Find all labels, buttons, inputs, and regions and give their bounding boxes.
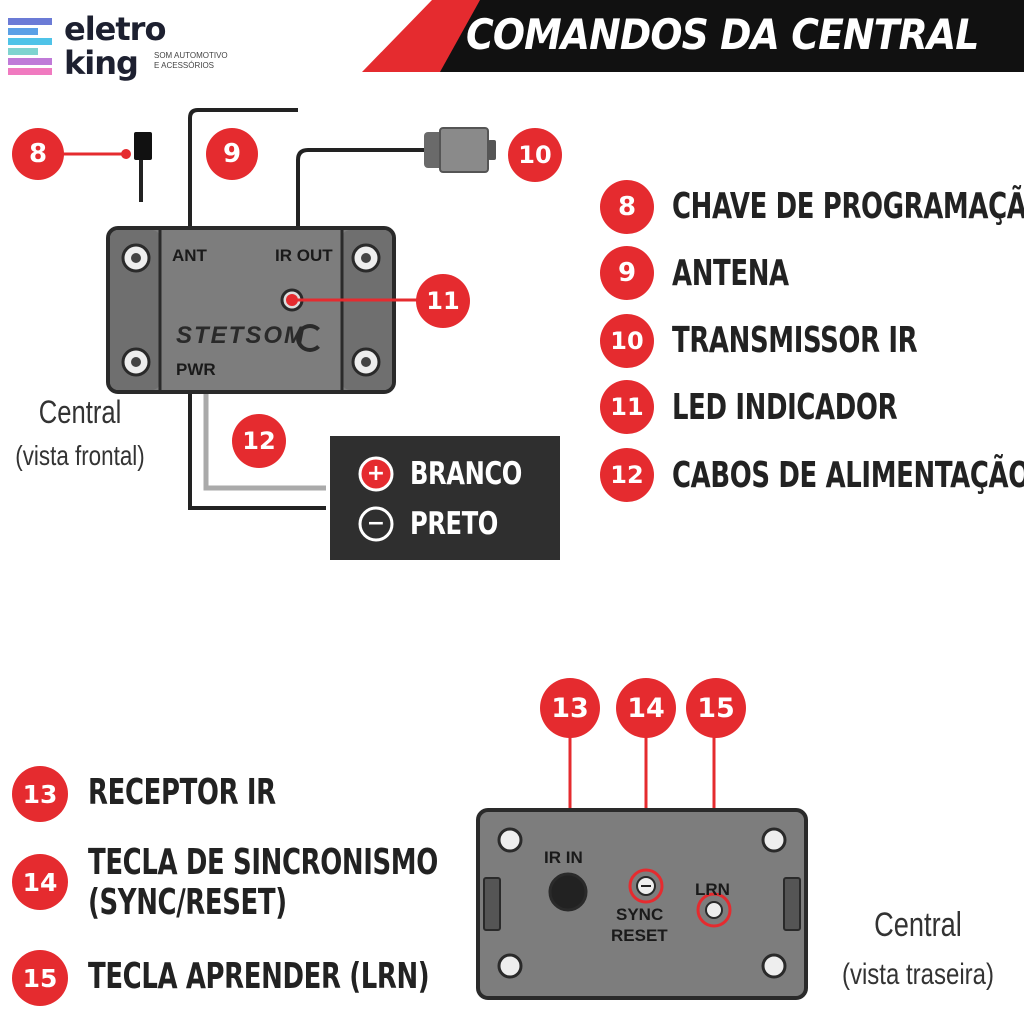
legend-badge-11: 11	[600, 380, 654, 434]
ir-transmitter-wire	[296, 148, 426, 230]
callout-8: 8	[12, 128, 64, 180]
legend-badge-15: 15	[12, 950, 68, 1006]
front-view-caption-line2: (vista frontal)	[15, 440, 145, 471]
stetsom-logo: STETSOM	[176, 322, 307, 349]
legend-badge-12: 12	[600, 448, 654, 502]
legend-badge-14: 14	[12, 854, 68, 910]
rear-view-caption-line2: (vista traseira)	[841, 958, 995, 991]
rear-label-sync: SYNC	[616, 905, 664, 924]
central-rear-body	[476, 808, 808, 1000]
front-view-diagram	[62, 108, 560, 560]
legend-label-12: CABOS DE ALIMENTAÇÃO	[672, 455, 1024, 496]
sync-reset-button-icon	[628, 868, 664, 904]
power-negative-label: PRETO	[410, 506, 498, 542]
front-view-caption-line1: Central	[38, 394, 122, 430]
rear-label-reset: RESET	[611, 926, 668, 945]
legend-label-14-line1: TECLA DE SINCRONISMO	[88, 842, 438, 883]
central-front-body	[106, 226, 396, 394]
stetsom-logo-icon	[296, 324, 324, 352]
rear-label-lrn: LRN	[695, 880, 730, 899]
brand-name-line1: eletro	[64, 10, 166, 48]
ir-transmitter-icon	[424, 127, 496, 173]
callout-12: 12	[232, 414, 286, 468]
brand-tagline-line2: E ACESSÓRIOS	[154, 61, 215, 70]
power-positive-symbol: +	[366, 461, 386, 486]
lrn-button-icon	[696, 892, 732, 928]
programming-switch-icon	[134, 132, 152, 202]
rear-label-ir-in: IR IN	[544, 848, 583, 867]
legend-label-15: TECLA APRENDER (LRN)	[88, 956, 430, 997]
power-negative-symbol: −	[366, 511, 386, 536]
rear-view-caption-line1: Central	[874, 906, 962, 944]
legend-label-11: LED INDICADOR	[672, 387, 898, 428]
callout-10: 10	[508, 128, 562, 182]
callout-13: 13	[540, 678, 600, 738]
legend-badge-13: 13	[12, 766, 68, 822]
legend-label-9: ANTENA	[672, 253, 789, 294]
legend-label-13: RECEPTOR IR	[88, 772, 276, 813]
brand-logo-icon	[8, 18, 52, 75]
callout-9: 9	[206, 128, 258, 180]
legend-label-10: TRANSMISSOR IR	[672, 320, 918, 361]
brand-tagline-line1: SOM AUTOMOTIVO	[154, 51, 228, 60]
power-wire-white	[203, 390, 326, 491]
brand-name-line2: king	[64, 44, 139, 82]
legend-label-14-line2: (SYNC/RESET)	[88, 882, 287, 923]
legend-label-8: CHAVE DE PROGRAMAÇÃO	[672, 186, 1024, 227]
legend-badge-10: 10	[600, 314, 654, 368]
callout-14: 14	[616, 678, 676, 738]
callout-11: 11	[416, 274, 470, 328]
port-label-pwr: PWR	[176, 360, 216, 379]
antenna-wire	[188, 108, 298, 230]
power-positive-label: BRANCO	[410, 456, 522, 492]
port-label-ir-out: IR OUT	[275, 246, 333, 265]
ir-receiver-icon	[548, 872, 588, 912]
brand-logo: eletro king SOM AUTOMOTIVO E ACESSÓRIOS	[8, 10, 248, 84]
header-banner	[362, 0, 1024, 72]
power-wire-black	[188, 390, 326, 510]
port-label-ant: ANT	[172, 246, 207, 265]
legend-badge-9: 9	[600, 246, 654, 300]
legend-badge-8: 8	[600, 180, 654, 234]
page-title: COMANDOS DA CENTRAL	[466, 10, 979, 59]
callout-15: 15	[686, 678, 746, 738]
